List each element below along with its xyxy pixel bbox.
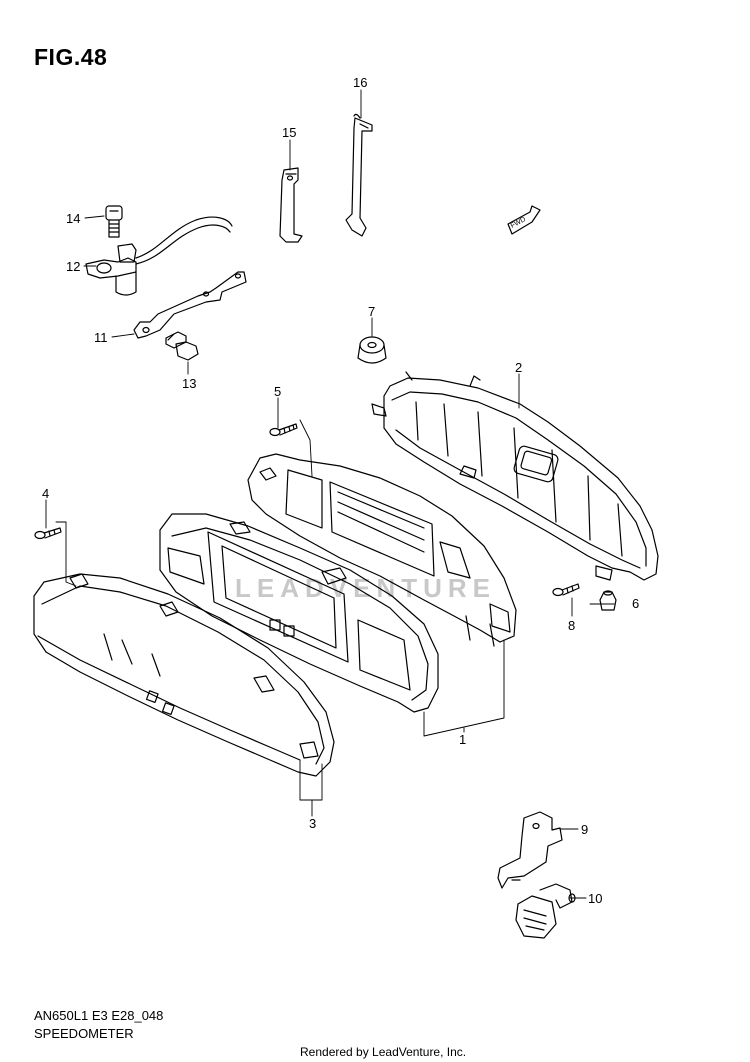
part-10-connector: [515, 883, 576, 939]
render-credit: Rendered by LeadVenture, Inc.: [300, 1045, 467, 1059]
part-1-meter-back-housing: [247, 453, 517, 647]
part-6-cap: [599, 590, 617, 611]
watermark-text: LEADVENTURE: [235, 573, 496, 603]
callout-1: 1: [459, 732, 466, 747]
part-13-bolt: [165, 331, 199, 361]
callout-3: 3: [309, 816, 316, 831]
callout-11: 11: [94, 330, 108, 345]
callout-14: 14: [66, 211, 80, 226]
part-7-grommet: [357, 336, 387, 364]
callout-8: 8: [568, 618, 575, 633]
part-14-screw: [105, 205, 123, 238]
part-3-lens-cover: [33, 573, 335, 777]
callout-5: 5: [274, 384, 281, 399]
callout-16: 16: [353, 75, 367, 90]
callout-4: 4: [42, 486, 49, 501]
callout-2: 2: [515, 360, 522, 375]
leader-lines: [45, 89, 615, 899]
part-15-band: [279, 167, 303, 243]
figure-caption: SPEEDOMETER: [34, 1026, 134, 1041]
part-16-clip: [345, 113, 373, 237]
figure-code: AN650L1 E3 E28_048: [34, 1008, 164, 1023]
figure-title: FIG.48: [34, 44, 108, 70]
part-12-speed-sensor: [85, 216, 233, 296]
callout-15: 15: [282, 125, 296, 140]
part-1-meter-front-panel: [159, 513, 439, 713]
callout-12: 12: [66, 259, 80, 274]
part-5-screw: [269, 423, 298, 437]
part-11-bracket: [133, 271, 247, 339]
part-2-rear-case: [371, 371, 659, 581]
callout-10: 10: [588, 891, 602, 906]
fwd-arrow-icon: FWD: [507, 205, 541, 235]
callout-6: 6: [632, 596, 639, 611]
part-4-screw: [34, 527, 62, 540]
callout-7: 7: [368, 304, 375, 319]
callout-13: 13: [182, 376, 196, 391]
part-9-bracket: [497, 811, 563, 889]
part-8-screw: [552, 583, 580, 597]
callout-9: 9: [581, 822, 588, 837]
